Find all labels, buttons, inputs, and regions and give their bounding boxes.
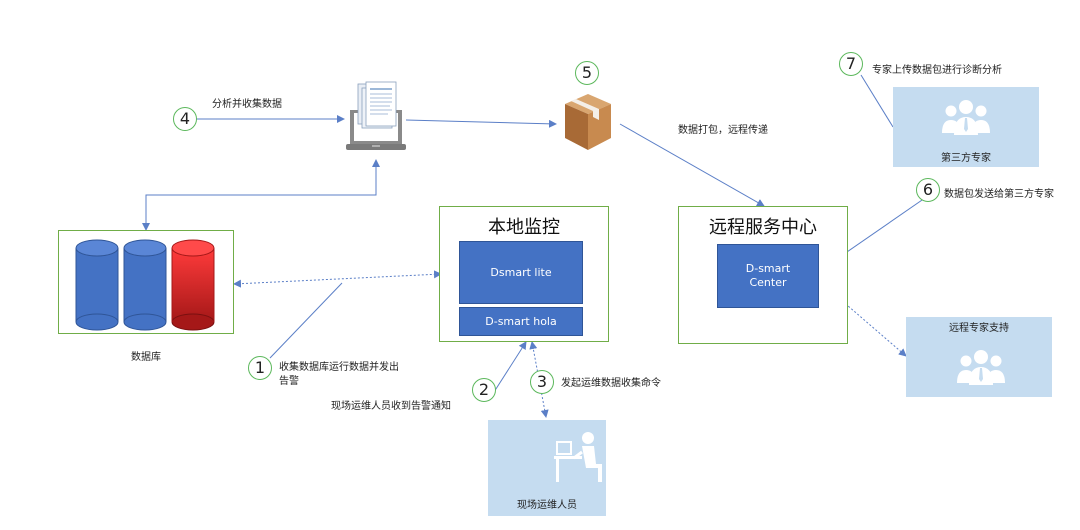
- label-onsite-notice: 现场运维人员收到告警通知: [331, 401, 451, 412]
- step-badge-7: 7: [839, 52, 863, 76]
- third-party-caption: 第三方专家: [941, 153, 991, 164]
- label-pack: 数据打包，远程传递: [678, 125, 768, 136]
- expert-group-icon: [942, 100, 990, 135]
- line-step-1: [269, 282, 343, 359]
- label-analyze: 分析并收集数据: [212, 99, 282, 110]
- onsite-operator-panel: 现场运维人员: [488, 420, 606, 516]
- label-expert-upload: 专家上传数据包进行诊断分析: [872, 65, 1002, 76]
- remote-center-title: 远程服务中心: [709, 217, 817, 238]
- remote-expert-caption: 远程专家支持: [949, 323, 1009, 334]
- step-badge-6: 6: [916, 178, 940, 202]
- step-badge-1: 1: [248, 356, 272, 380]
- arrow-package-remote: [619, 123, 765, 207]
- arrow-laptop-package: [405, 119, 557, 128]
- arrow-step-2: [493, 341, 527, 393]
- expert-group-icon: [957, 350, 1005, 385]
- label-send-third: 数据包发送给第三方专家: [944, 189, 1054, 200]
- local-monitor-panel: 本地监控 Dsmart lite D-smart hola: [439, 206, 609, 342]
- arrow-db-local: [233, 270, 442, 288]
- label-collect-1: 收集数据库运行数据并发出: [279, 362, 399, 373]
- dsmart-lite-block: Dsmart lite: [459, 241, 583, 304]
- laptop-documents-icon: [346, 81, 406, 150]
- package-box-icon: [565, 94, 611, 150]
- arrow-step-3: [529, 341, 549, 418]
- local-monitor-title: 本地监控: [488, 217, 560, 238]
- database-cylinders-icon: [75, 239, 215, 331]
- step-badge-4: 4: [173, 107, 197, 131]
- onsite-caption: 现场运维人员: [517, 500, 577, 511]
- label-collect-2: 告警: [279, 376, 299, 387]
- remote-expert-panel: 远程专家支持: [906, 317, 1052, 397]
- dsmart-center-block: D-smart Center: [717, 244, 819, 308]
- database-caption: 数据库: [131, 352, 161, 363]
- line-7-third: [860, 74, 894, 128]
- desk-worker-icon: [554, 432, 602, 482]
- arrow-laptop-database: [142, 159, 380, 231]
- remote-center-panel: 远程服务中心 D-smart Center: [678, 206, 848, 344]
- step-badge-3: 3: [530, 370, 554, 394]
- step-badge-2: 2: [472, 378, 496, 402]
- dsmart-hola-block: D-smart hola: [459, 307, 583, 336]
- step-badge-5: 5: [575, 61, 599, 85]
- third-party-expert-panel: 第三方专家: [893, 87, 1039, 167]
- arrow-center-remote-expert: [817, 279, 907, 357]
- label-issue-cmd: 发起运维数据收集命令: [561, 378, 661, 389]
